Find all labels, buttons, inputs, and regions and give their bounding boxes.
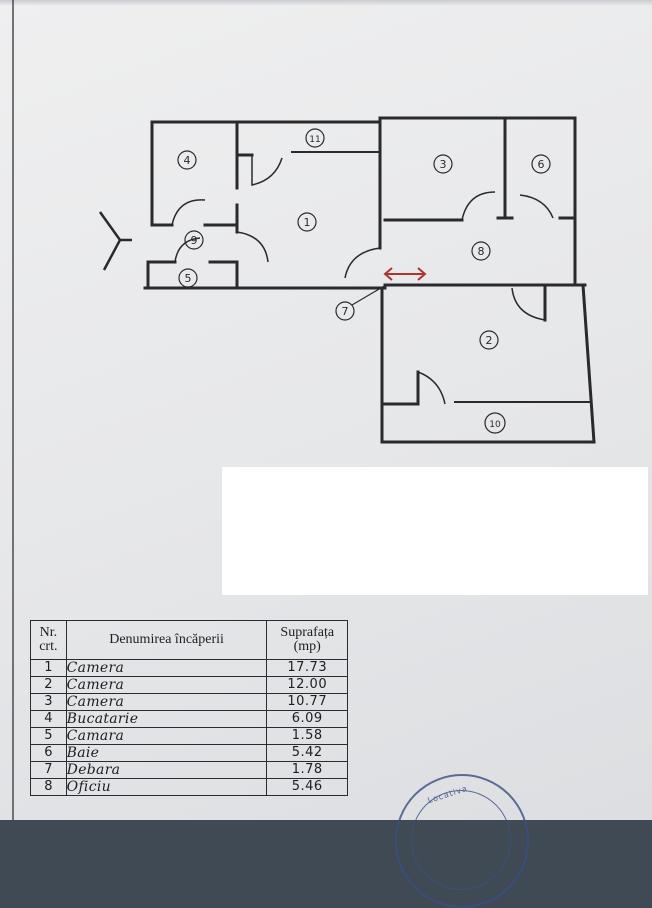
paper-top-shadow (0, 0, 652, 6)
row-name: Camera (65, 659, 268, 677)
room-marker-5 (178, 268, 198, 288)
room-marker-7 (335, 301, 355, 321)
door-arc (461, 191, 496, 221)
row-area: 17.73 (266, 659, 348, 677)
door-arc (174, 237, 201, 263)
room-marker-8 (471, 241, 491, 261)
door-arc (236, 231, 269, 263)
room-marker-9 (184, 230, 204, 250)
room-label-9: 9 (191, 234, 198, 247)
header-nr: Nr. crt. (30, 620, 67, 660)
row-area: 12.00 (266, 676, 348, 694)
row-name: Camera (65, 676, 268, 694)
floor-plan: 4 5 9 1 11 3 6 8 7 2 10 (98, 116, 596, 444)
margin-line (12, 0, 14, 820)
door-arc (251, 155, 283, 186)
row-area: 5.46 (266, 778, 348, 796)
header-area: Suprafața (mp) (266, 620, 348, 660)
door-arc (171, 199, 206, 226)
row-nr: 3 (30, 693, 67, 711)
redaction-box (222, 467, 648, 595)
stamp-inner-ring (411, 790, 511, 890)
row-nr: 8 (30, 778, 67, 796)
row-name: Camera (65, 693, 268, 711)
row-nr: 5 (30, 727, 67, 745)
table-row: 6 Baie 5.42 (30, 744, 348, 762)
table-row: 8 Oficiu 5.46 (30, 778, 348, 796)
row-name: Bucatarie (65, 710, 268, 728)
row-area: 1.78 (266, 761, 348, 779)
row-area: 10.77 (266, 693, 348, 711)
row-nr: 2 (30, 676, 67, 694)
row-nr: 7 (30, 761, 67, 779)
door-arc (511, 287, 546, 321)
room-label-8: 8 (478, 245, 485, 258)
row-nr: 1 (30, 659, 67, 677)
room-marker-4 (177, 150, 197, 170)
entrance-arrow (98, 211, 122, 271)
row-nr: 6 (30, 744, 67, 762)
room-label-7: 7 (342, 305, 349, 318)
room-marker-3 (433, 154, 453, 174)
row-name: Oficiu (65, 778, 268, 796)
table-row: 7 Debara 1.78 (30, 761, 348, 779)
room-label-11: 11 (309, 135, 320, 145)
room-label-5: 5 (185, 272, 192, 285)
table-header-row: Nr. crt. Denumirea încăperii Suprafața (… (30, 620, 348, 660)
rooms-table-container: Nr. crt. Denumirea încăperii Suprafața (… (30, 620, 348, 796)
room-marker-6 (531, 154, 551, 174)
room-marker-2 (479, 330, 499, 350)
table-row: 4 Bucatarie 6.09 (30, 710, 348, 728)
room-label-10: 10 (489, 420, 501, 430)
row-area: 6.09 (266, 710, 348, 728)
row-nr: 4 (30, 710, 67, 728)
room-marker-10 (484, 412, 506, 434)
room-label-3: 3 (440, 158, 447, 171)
table-row: 3 Camera 10.77 (30, 693, 348, 711)
row-area: 5.42 (266, 744, 348, 762)
row-name: Baie (65, 744, 268, 762)
wall (581, 283, 596, 444)
rooms-table: Nr. crt. Denumirea încăperii Suprafața (… (30, 620, 348, 796)
room-marker-11 (305, 128, 325, 148)
table-row: 1 Camera 17.73 (30, 659, 348, 677)
door-arc (519, 194, 554, 219)
room-marker-1 (297, 212, 317, 232)
room-label-4: 4 (184, 154, 191, 167)
room-label-1: 1 (304, 216, 311, 229)
door-arc (344, 247, 381, 279)
row-area: 1.58 (266, 727, 348, 745)
room-label-6: 6 (538, 158, 545, 171)
official-stamp: Locativa (395, 774, 529, 908)
header-name: Denumirea încăperii (65, 620, 268, 660)
table-row: 2 Camera 12.00 (30, 676, 348, 694)
door-arc (417, 371, 446, 405)
table-row: 5 Camara 1.58 (30, 727, 348, 745)
row-name: Camara (65, 727, 268, 745)
row-name: Debara (65, 761, 268, 779)
room-label-2: 2 (486, 334, 493, 347)
